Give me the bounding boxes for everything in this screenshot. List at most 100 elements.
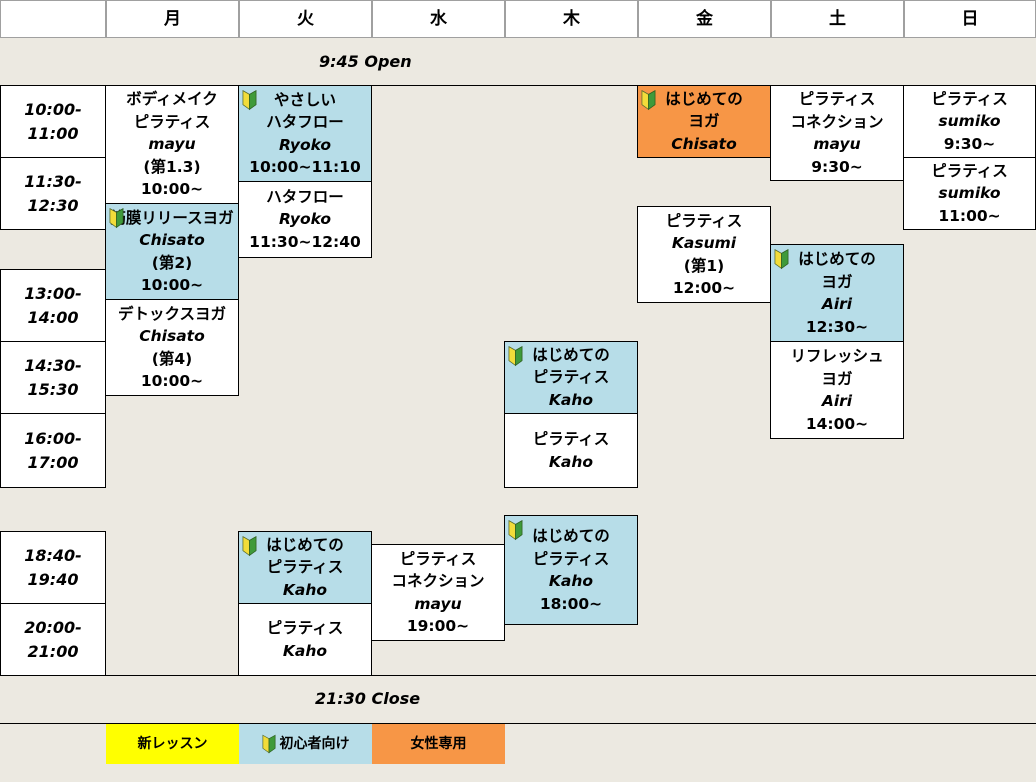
legend-beginner-label: 初心者向け	[279, 735, 350, 752]
day-header-thu: 木	[505, 0, 638, 38]
class-cell-sun2[interactable]: ピラティス sumiko 11:00~	[903, 157, 1036, 230]
time-label: 12:30	[27, 195, 79, 215]
class-line: デトックスヨガ	[117, 304, 227, 323]
time-label: 11:00	[27, 123, 79, 143]
class-line: sumiko	[938, 112, 1001, 131]
time-label: 16:00-	[24, 428, 82, 448]
class-line: Chisato	[139, 231, 205, 249]
time-label: 10:00-	[24, 99, 82, 119]
beginner-leaf-icon	[242, 535, 257, 557]
class-line: Kaho	[548, 390, 594, 409]
class-line: ヨガ	[821, 369, 853, 388]
class-line: コネクション	[391, 572, 485, 590]
beginner-leaf-icon	[262, 734, 275, 754]
day-header-label: 火	[297, 8, 314, 29]
class-line: コネクション	[790, 112, 884, 131]
corner-cell	[0, 0, 106, 38]
day-header-sat: 土	[771, 0, 904, 38]
class-cell-fri2[interactable]: ピラティス Kasumi (第1) 12:00~	[637, 206, 771, 303]
class-line: ハタフロー	[266, 113, 344, 131]
class-line: ピラティス	[532, 549, 610, 568]
beginner-leaf-icon	[508, 345, 523, 367]
class-line: mayu	[813, 135, 861, 153]
class-line: 12:30~	[805, 317, 869, 336]
class-line: ピラティス	[266, 558, 344, 577]
legend-women-label: 女性専用	[410, 735, 467, 752]
class-line: Chisato	[671, 134, 737, 153]
day-header-wed: 水	[372, 0, 505, 38]
class-line: やさしい	[273, 90, 336, 109]
day-header-label: 土	[829, 8, 846, 29]
class-cell-thu2[interactable]: ピラティス Kaho	[504, 413, 638, 488]
class-line: ピラティス	[931, 161, 1008, 180]
class-line: 19:00~	[406, 617, 470, 635]
class-line: ピラティス	[266, 619, 344, 637]
legend-women: 女性専用	[372, 724, 505, 764]
day-header-label: 金	[696, 8, 713, 29]
time-label: 17:00	[27, 452, 79, 472]
class-cell-tue2[interactable]: ハタフロー Ryoko 11:30~12:40	[238, 181, 372, 258]
class-line: ピラティス	[665, 211, 743, 230]
class-line: ハタフロー	[266, 187, 344, 206]
time-label: 21:00	[27, 641, 79, 661]
class-line: Kasumi	[671, 234, 737, 252]
class-cell-tue4[interactable]: ピラティス Kaho	[238, 603, 372, 676]
day-header-mon: 月	[106, 0, 239, 38]
time-label: 15:30	[27, 379, 79, 399]
time-label: 18:40-	[24, 545, 82, 565]
class-cell-fri1[interactable]: はじめてのヨガ Chisato	[637, 85, 771, 158]
class-line: 10:00~	[140, 372, 204, 390]
class-line: (第1)	[683, 256, 725, 275]
class-line: 12:00~	[672, 279, 736, 297]
beginner-leaf-icon	[242, 89, 257, 111]
day-header-label: 木	[563, 8, 580, 29]
legend-new: 新レッスン	[106, 724, 239, 764]
time-slot: 18:40- 19:40	[0, 531, 106, 604]
class-line: Kaho	[282, 641, 328, 660]
time-label: 14:30-	[24, 355, 82, 375]
class-line: sumiko	[938, 184, 1001, 203]
beginner-leaf-icon	[774, 248, 789, 270]
class-line: Chisato	[139, 327, 205, 345]
class-line: ピラティス	[399, 549, 477, 568]
class-line: (第1.3)	[143, 157, 201, 176]
time-label: 13:00-	[24, 283, 82, 303]
close-band	[0, 675, 1036, 724]
beginner-leaf-icon	[508, 519, 523, 541]
class-line: はじめての	[798, 250, 876, 268]
class-line: はじめての	[665, 89, 743, 108]
class-line: 14:00~	[805, 414, 869, 433]
class-cell-mon3[interactable]: デトックスヨガ Chisato (第4) 10:00~	[105, 299, 239, 396]
class-line: 11:00~	[938, 206, 1001, 225]
day-header-tue: 火	[239, 0, 372, 38]
class-line: 18:00~	[539, 594, 603, 613]
class-line: 10:00~	[140, 276, 204, 294]
class-line: ピラティス	[931, 89, 1008, 108]
day-header-label: 水	[430, 8, 447, 29]
close-time: 21:30 Close	[315, 689, 421, 708]
class-line: 11:30~12:40	[249, 232, 361, 251]
class-line: ピラティス	[532, 430, 610, 448]
time-label: 19:40	[27, 569, 79, 589]
class-line: Kaho	[548, 452, 594, 471]
class-line: (第2)	[151, 253, 193, 272]
class-line: (第4)	[151, 349, 193, 368]
class-line: 10:00~	[140, 180, 204, 199]
time-label: 20:00-	[24, 617, 82, 637]
time-slot: 20:00- 21:00	[0, 603, 106, 676]
class-line: ピラティス	[798, 90, 876, 108]
time-slot: 16:00- 17:00	[0, 413, 106, 488]
class-line: ヨガ	[688, 112, 720, 131]
class-line: Ryoko	[278, 210, 332, 229]
